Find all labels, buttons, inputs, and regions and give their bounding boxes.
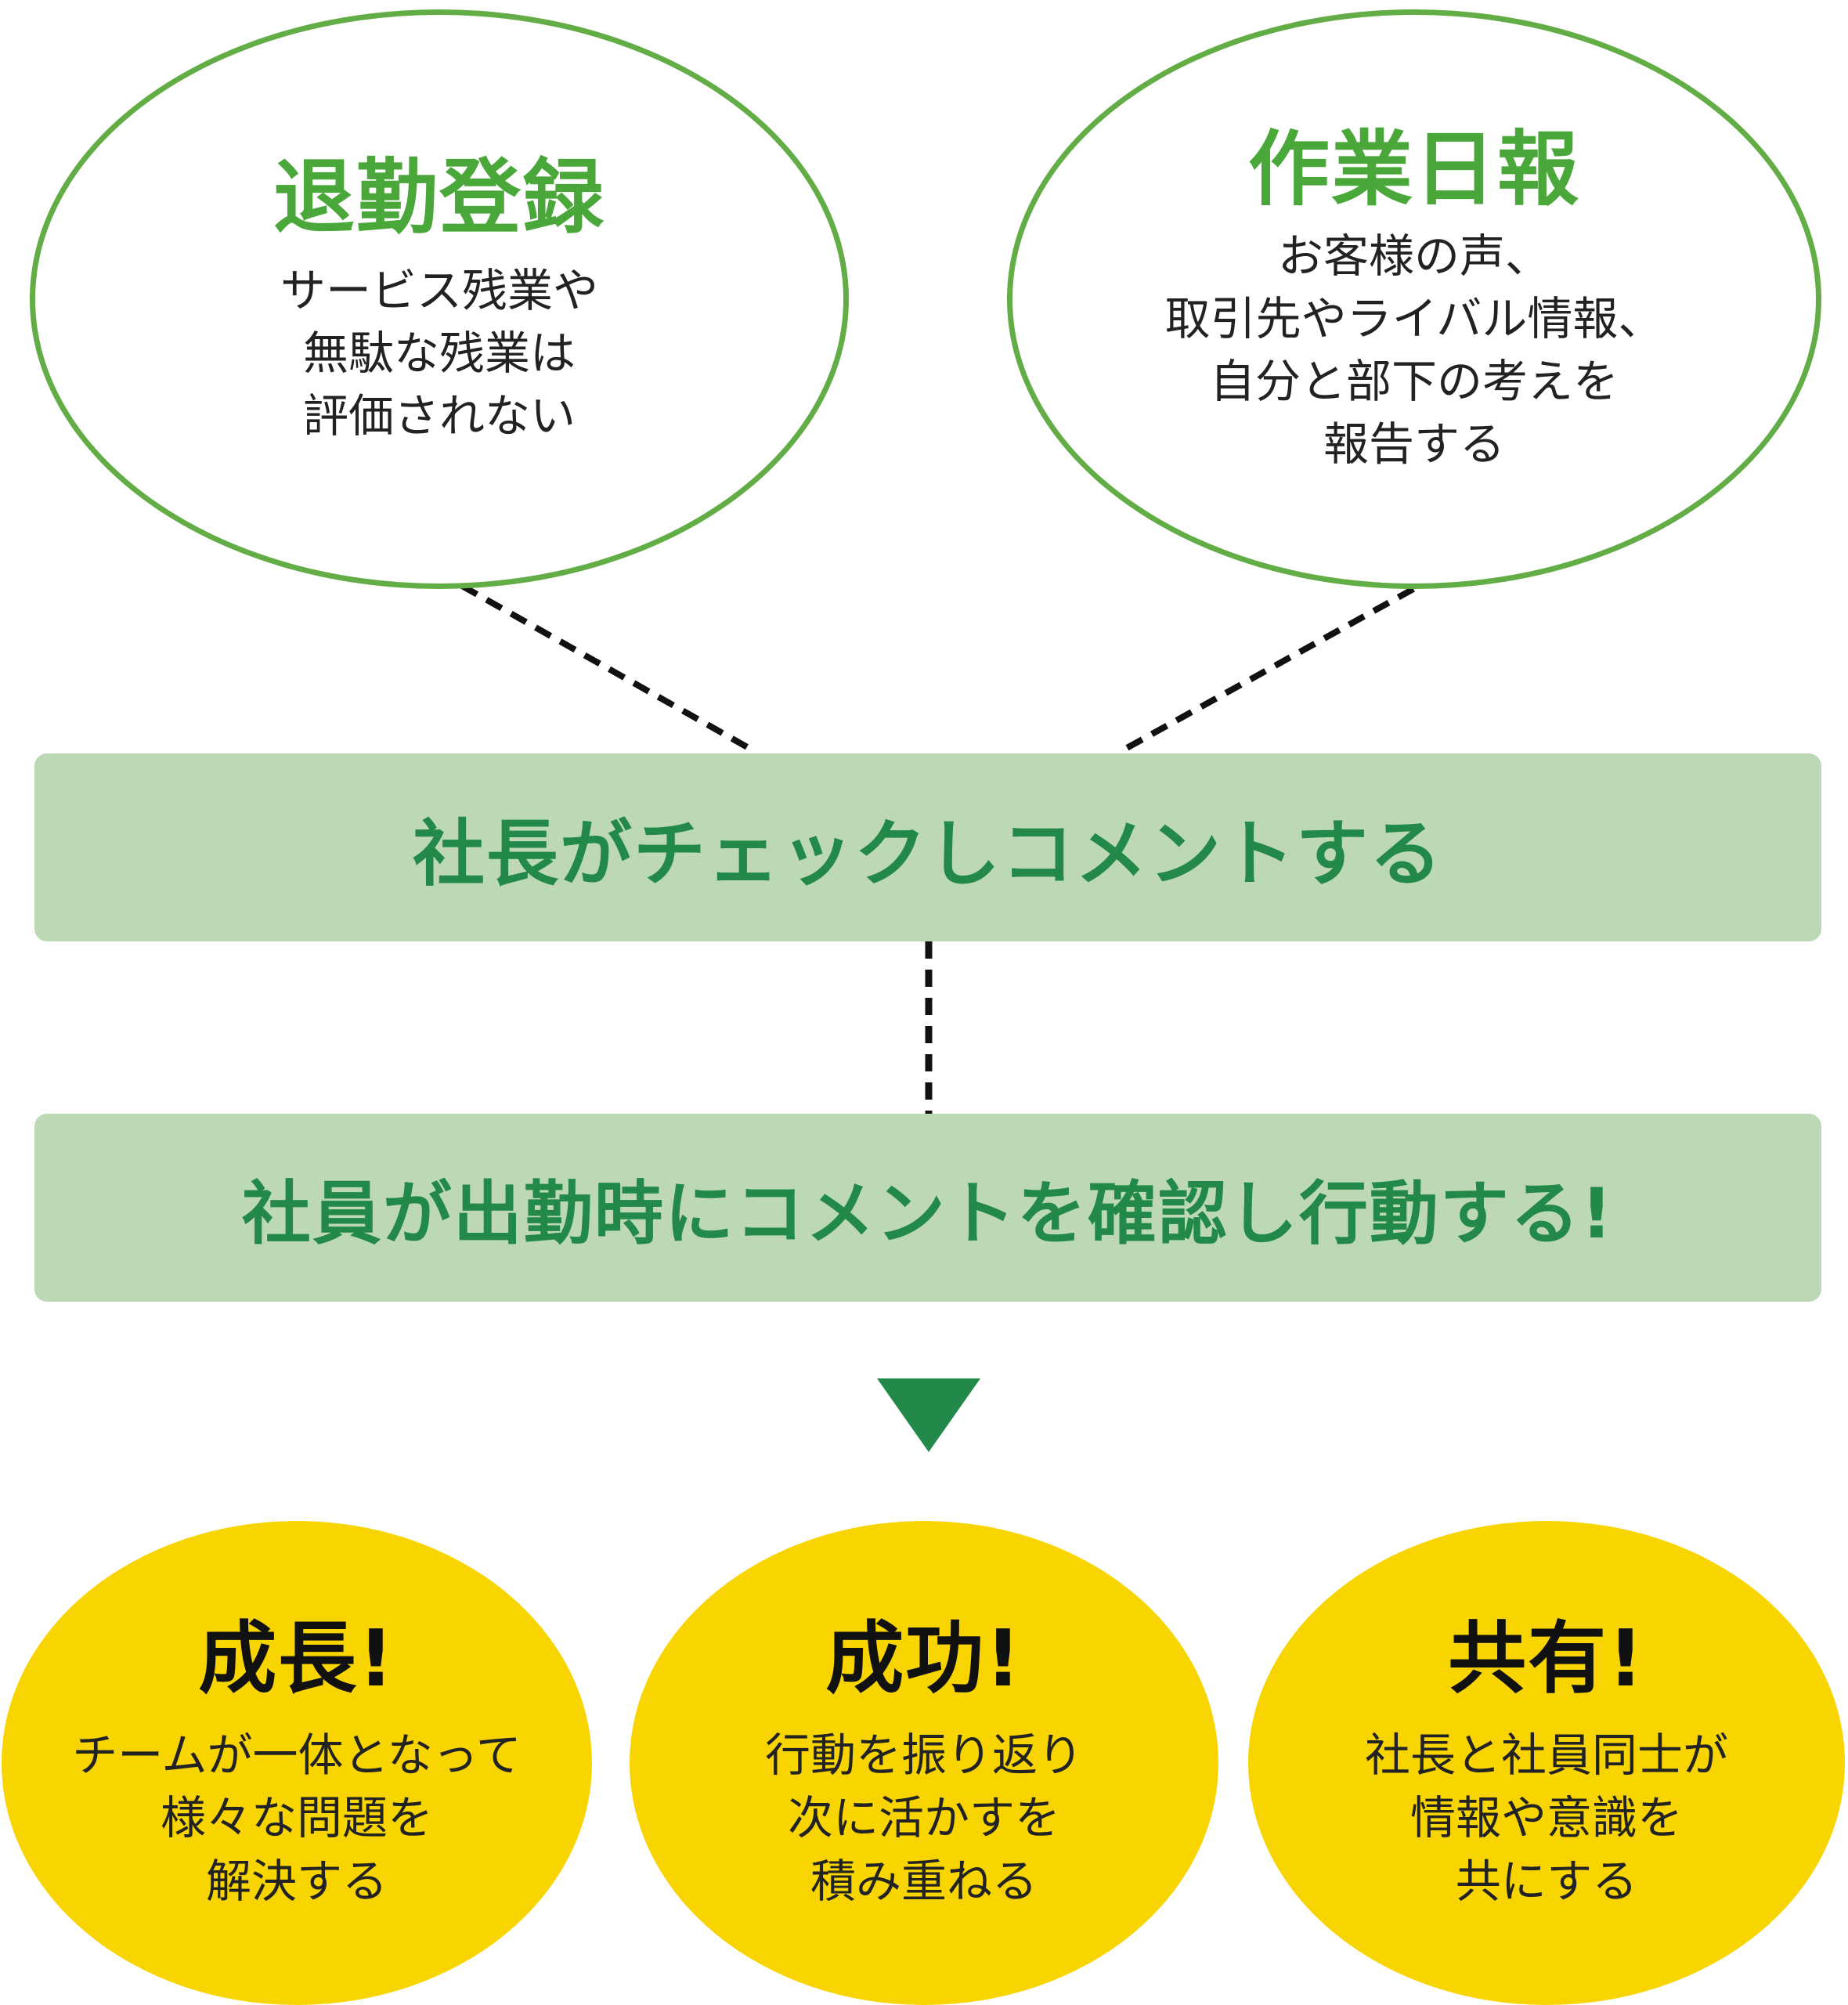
ellipse-growth: 成長! チームが一体となって 様々な問題を 解決する	[2, 1521, 592, 2005]
desc-line: 共にする	[1455, 1854, 1638, 1908]
connector-left	[460, 583, 757, 755]
ellipse-success-desc: 行動を振り返り 次に活かすを 積み重ねる	[765, 1724, 1083, 1912]
desc-line: 積み重ねる	[810, 1854, 1038, 1908]
ellipse-daily-report-desc: お客様の声、 取引先やライバル情報、 自分と部下の考えを 報告する	[1165, 225, 1664, 475]
band-president-check: 社長がチェックしコメントする	[34, 753, 1821, 941]
desc-line: 次に活かすを	[787, 1791, 1060, 1845]
connector-right	[1118, 586, 1415, 755]
ellipse-sharing-desc: 社長と社員同士が 情報や意識を 共にする	[1365, 1724, 1728, 1912]
down-triangle-icon	[877, 1378, 980, 1452]
desc-line: 報告する	[1323, 417, 1505, 471]
ellipse-checkout-title: 退勤登録	[273, 150, 605, 246]
desc-line: サービス残業や	[280, 263, 598, 317]
desc-line: チームが一体となって	[72, 1729, 522, 1783]
ellipse-sharing-title: 共有!	[1448, 1613, 1645, 1705]
desc-line: 様々な問題を	[160, 1791, 433, 1845]
ellipse-growth-desc: チームが一体となって 様々な問題を 解決する	[72, 1724, 522, 1912]
ellipse-success: 成功! 行動を振り返り 次に活かすを 積み重ねる	[630, 1521, 1218, 2005]
desc-line: 解決する	[205, 1854, 388, 1908]
ellipse-success-title: 成功!	[825, 1613, 1023, 1705]
desc-line: 評価されない	[302, 388, 576, 443]
band-employee-action-text: 社員が出勤時にコメントを確認し行動する!	[241, 1172, 1615, 1254]
ellipse-sharing: 共有! 社長と社員同士が 情報や意識を 共にする	[1248, 1521, 1845, 2005]
ellipse-daily-report: 作業日報 お客様の声、 取引先やライバル情報、 自分と部下の考えを 報告する	[1007, 9, 1821, 589]
desc-line: お客様の声、	[1277, 229, 1550, 283]
ellipse-checkout: 退勤登録 サービス残業や 無駄な残業は 評価されない	[30, 9, 849, 589]
desc-line: 無駄な残業は	[302, 326, 576, 380]
ellipse-daily-report-title: 作業日報	[1247, 121, 1580, 218]
band-president-check-text: 社長がチェックしコメントする	[412, 811, 1443, 896]
ellipse-checkout-desc: サービス残業や 無駄な残業は 評価されない	[280, 259, 598, 447]
desc-line: 取引先やライバル情報、	[1164, 291, 1664, 345]
desc-line: 自分と部下の考えを	[1209, 354, 1619, 408]
desc-line: 社長と社員同士が	[1364, 1729, 1728, 1783]
band-employee-action: 社員が出勤時にコメントを確認し行動する!	[34, 1114, 1821, 1302]
desc-line: 情報や意識を	[1409, 1791, 1683, 1845]
desc-line: 行動を振り返り	[764, 1729, 1083, 1783]
ellipse-growth-title: 成長!	[198, 1613, 395, 1705]
